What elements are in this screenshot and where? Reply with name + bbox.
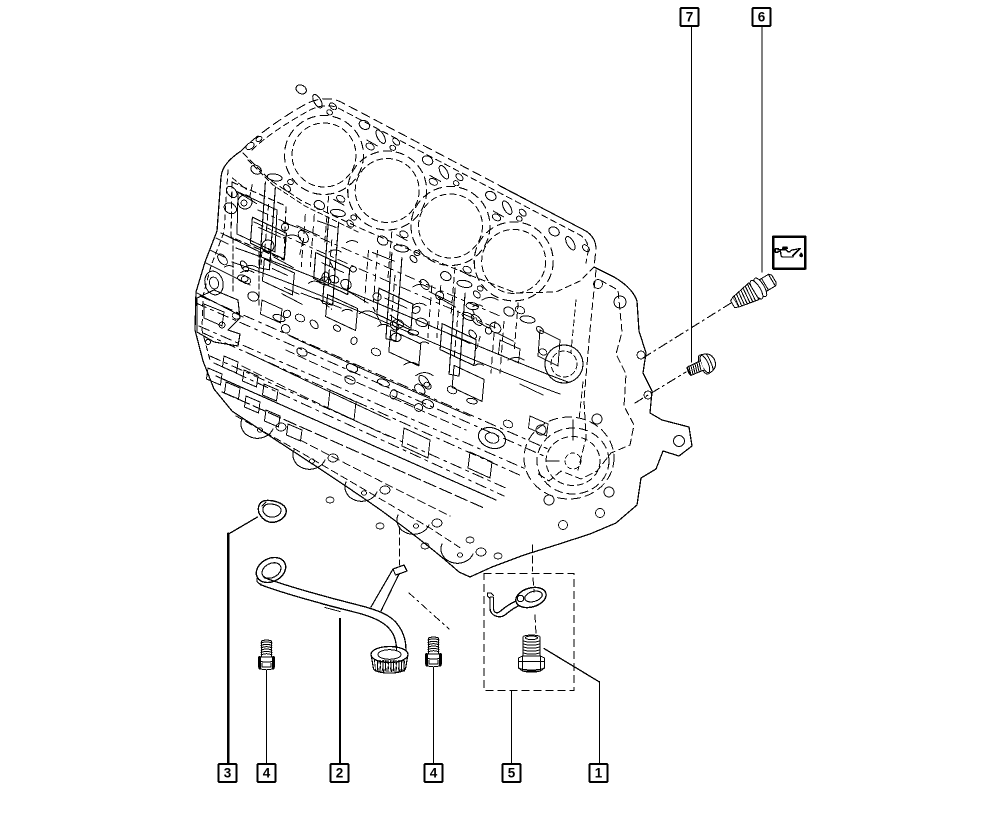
svg-text:4: 4	[263, 766, 271, 781]
svg-text:1: 1	[595, 766, 603, 781]
svg-text:3: 3	[224, 766, 232, 781]
svg-text:4: 4	[430, 766, 438, 781]
svg-text:2: 2	[336, 766, 344, 781]
svg-text:7: 7	[686, 10, 694, 25]
svg-text:5: 5	[508, 766, 516, 781]
svg-text:6: 6	[758, 10, 766, 25]
